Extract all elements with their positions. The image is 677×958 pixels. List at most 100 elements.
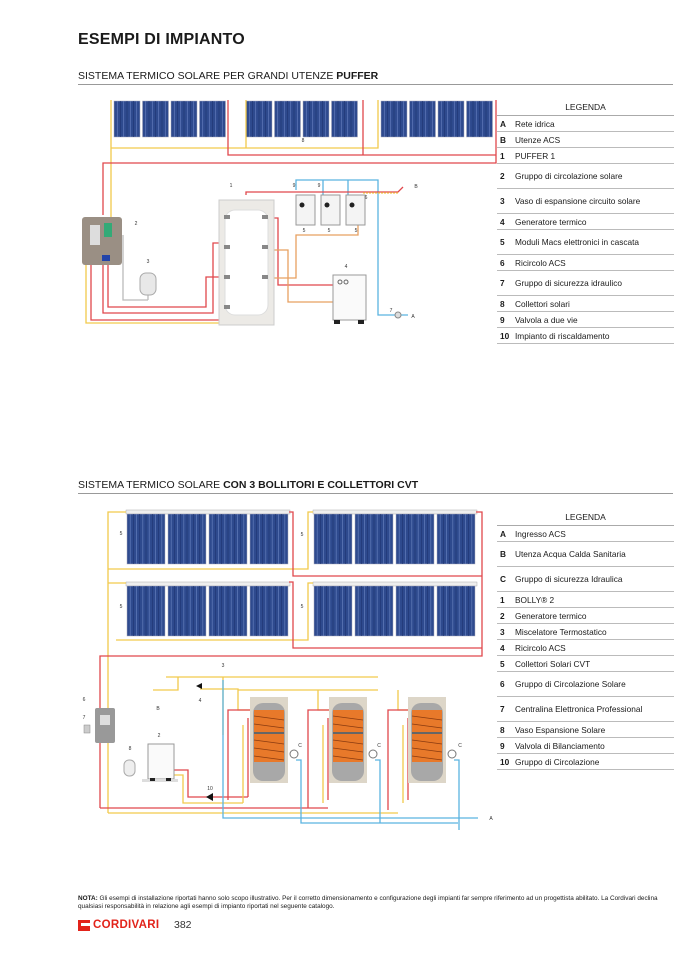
expansion-vessel xyxy=(139,272,157,296)
legend-label: Valvola a due vie xyxy=(515,314,578,325)
page-title: ESEMPI DI IMPIANTO xyxy=(78,31,245,48)
legend-key: A xyxy=(500,118,506,129)
legend-label: Valvola di Bilanciamento xyxy=(515,740,605,751)
label-5: 5 xyxy=(303,228,306,234)
expansion-vessel xyxy=(123,759,136,777)
bolly-tanks xyxy=(250,697,446,783)
label-6: 6 xyxy=(365,195,368,201)
section-title-text: SISTEMA TERMICO SOLARE PER GRANDI UTENZE xyxy=(78,70,337,82)
label-c: C xyxy=(377,743,381,749)
page-number: 382 xyxy=(174,919,192,931)
safety-group-c xyxy=(289,749,457,759)
solar-panel xyxy=(167,513,207,565)
label-8: 8 xyxy=(129,746,132,752)
label-5: 5 xyxy=(120,604,123,610)
collector-header xyxy=(312,509,478,515)
legend-item: B Utenze ACS xyxy=(497,132,674,148)
label-1: 1 xyxy=(230,183,233,189)
legend-item: 6 Ricircolo ACS xyxy=(497,255,674,271)
legend-key: 10 xyxy=(500,330,510,341)
solar-panel xyxy=(249,585,289,637)
solar-panel xyxy=(436,513,476,565)
label-5: 5 xyxy=(301,604,304,610)
solar-panel xyxy=(354,585,394,637)
legend-key: 4 xyxy=(500,642,505,653)
solar-panel xyxy=(208,513,248,565)
legend-key: C xyxy=(500,574,506,584)
macs-modules xyxy=(295,194,366,226)
label-a: A xyxy=(411,314,415,320)
legend-key: 9 xyxy=(500,740,505,751)
label-5: 5 xyxy=(301,532,304,538)
solar-panel xyxy=(313,585,353,637)
legend-label: Gruppo di sicurezza idraulico xyxy=(515,278,622,288)
legend-label: Vaso Espansione Solare xyxy=(515,724,606,735)
legend-label: Gruppo di Circolazione xyxy=(515,756,600,767)
brand-name: CORDIVARI xyxy=(93,919,160,931)
solar-panel xyxy=(313,513,353,565)
legend-key: 6 xyxy=(500,257,505,268)
legend-label: Gruppo di circolazione solare xyxy=(515,171,623,181)
legend-key: 2 xyxy=(500,610,505,621)
heat-generator xyxy=(142,743,178,782)
section-title-text: SISTEMA TERMICO SOLARE xyxy=(78,479,224,491)
note-text: Gli esempi di installazione riportati ha… xyxy=(78,895,658,910)
controller-display xyxy=(83,724,91,734)
label-7: 7 xyxy=(83,715,86,721)
solar-panel xyxy=(208,585,248,637)
legend-label: Gruppo di sicurezza Idraulica xyxy=(515,574,623,584)
solar-panel xyxy=(126,513,166,565)
section-title-bold: PUFFER xyxy=(336,70,379,82)
solar-panel xyxy=(142,100,169,138)
legend-label: Miscelatore Termostatico xyxy=(515,626,607,637)
bolly-tank xyxy=(250,697,288,783)
legend-label: Utenze ACS xyxy=(515,134,561,145)
solar-panel xyxy=(113,100,141,138)
disclaimer-note: NOTA: Gli esempi di installazione riport… xyxy=(78,895,675,911)
note-label: NOTA: xyxy=(78,895,98,902)
legend-item: C Gruppo di sicurezza Idraulica xyxy=(497,567,674,592)
recirculation-pump xyxy=(196,683,202,689)
solar-panel xyxy=(245,100,273,138)
legend-key: A xyxy=(500,528,506,539)
label-c: C xyxy=(458,743,462,749)
label-c: C xyxy=(298,743,302,749)
label-3: 3 xyxy=(147,259,150,265)
bolly-tank xyxy=(408,697,446,783)
label-2: 2 xyxy=(158,733,161,739)
legend-key: 5 xyxy=(500,237,505,247)
legend-label: Rete idrica xyxy=(515,118,555,129)
section-title-puffer: SISTEMA TERMICO SOLARE PER GRANDI UTENZE… xyxy=(78,70,673,85)
solar-panel xyxy=(380,100,408,138)
legend-key: 10 xyxy=(500,756,510,767)
return-pipe xyxy=(273,225,359,303)
legend-item: 10 Gruppo di Circolazione xyxy=(497,754,674,770)
legend-item: 3 Miscelatore Termostatico xyxy=(497,624,674,640)
legend-key: B xyxy=(500,134,506,145)
legend-label: Ricircolo ACS xyxy=(515,257,566,268)
legend-label: Collettori solari xyxy=(515,298,570,309)
legend-key: 3 xyxy=(500,196,505,206)
label-3: 3 xyxy=(222,663,225,669)
legend-label: Moduli Macs elettronici in cascata xyxy=(515,237,640,247)
solar-panel xyxy=(437,100,465,138)
puffer-system-diagram: 8 1 2 3 4 5 5 5 6 9 9 B 7 A xyxy=(82,100,497,326)
cordivari-logo: CORDIVARI xyxy=(78,919,159,931)
solar-panel xyxy=(199,100,226,138)
legend-label: Generatore termico xyxy=(515,216,587,227)
solar-panel xyxy=(409,100,436,138)
legend-key: 3 xyxy=(500,626,505,637)
bollitori-system-diagram: 5 5 5 5 3 4 6 7 8 2 10 B A C C C xyxy=(83,509,493,830)
cordivari-logo-icon xyxy=(78,919,90,931)
